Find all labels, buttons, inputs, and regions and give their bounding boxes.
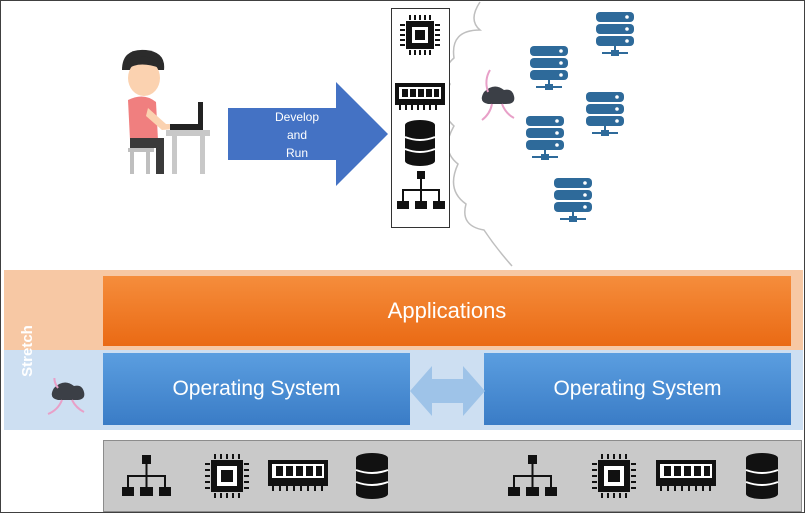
stretch-mascot-icon xyxy=(480,69,516,121)
storage-icon xyxy=(404,120,436,166)
cloud-outline xyxy=(443,1,513,267)
panel-icons xyxy=(395,15,445,209)
server-icon xyxy=(530,46,568,90)
bidirectional-arrow-icon xyxy=(410,366,485,416)
server-icon xyxy=(526,116,564,160)
cpu-icon xyxy=(592,454,636,498)
hardware-layer xyxy=(103,440,802,512)
cpu-icon xyxy=(400,15,440,55)
network-icon xyxy=(122,455,171,496)
memory-icon xyxy=(268,460,328,491)
storage-icon xyxy=(745,452,779,500)
stretch-mascot-icon xyxy=(47,378,85,415)
cpu-icon xyxy=(205,454,249,498)
memory-icon xyxy=(656,460,716,491)
network-icon xyxy=(508,455,557,496)
stretch-label: Stretch xyxy=(19,325,36,377)
server-icon xyxy=(586,92,624,136)
operating-system-left: Operating System xyxy=(103,353,410,425)
memory-icon xyxy=(395,83,445,110)
server-icon xyxy=(596,12,634,56)
arrow-label: Develop and Run xyxy=(274,110,320,160)
hardware-panel xyxy=(391,8,450,228)
develop-and-run-arrow xyxy=(228,82,388,186)
operating-system-right: Operating System xyxy=(484,353,791,425)
cloud-servers xyxy=(480,12,634,222)
server-icon xyxy=(554,178,592,222)
network-icon xyxy=(397,171,445,209)
storage-icon xyxy=(355,452,389,500)
hardware-icons xyxy=(122,452,779,500)
developer-illustration xyxy=(122,49,210,174)
applications-layer: Applications xyxy=(103,276,791,346)
